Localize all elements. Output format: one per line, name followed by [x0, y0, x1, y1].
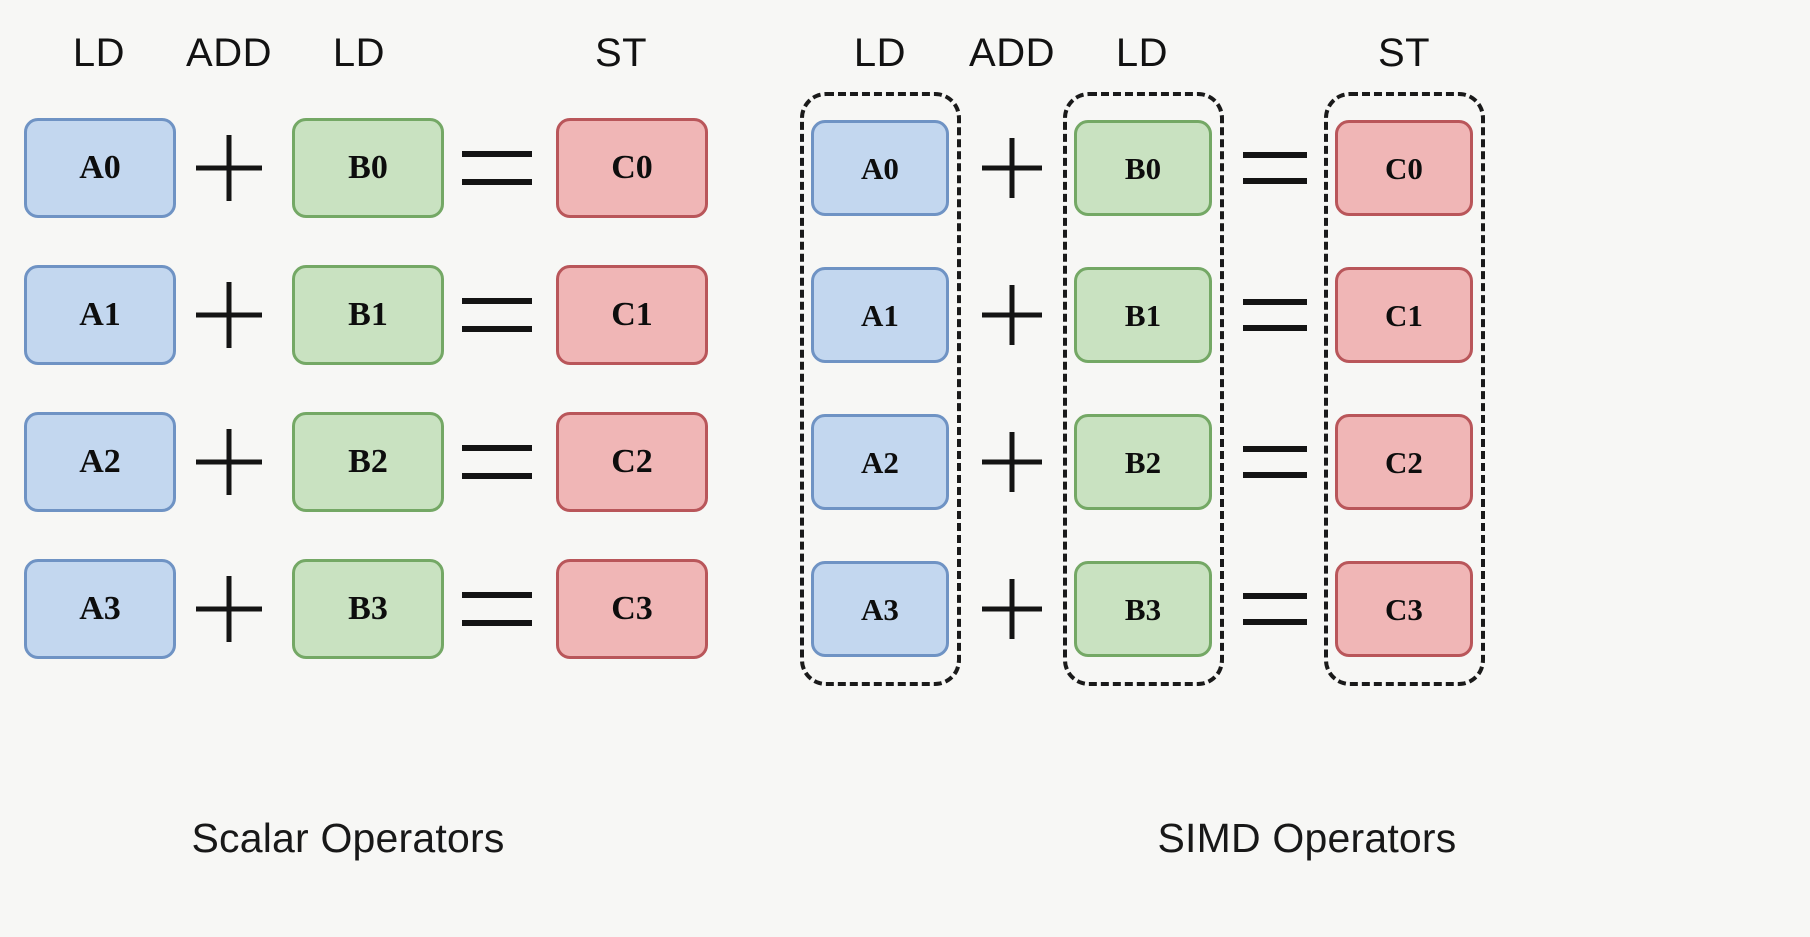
simd-plus-icon-0 — [982, 138, 1042, 198]
scalar-plus-icon-1 — [196, 282, 262, 348]
scalar-header-st: ST — [594, 31, 648, 75]
simd-operand-b-2: B2 — [1074, 414, 1212, 510]
scalar-operand-b-1: B1 — [292, 265, 444, 365]
simd-result-c-3: C3 — [1335, 561, 1473, 657]
simd-plus-icon-3 — [982, 579, 1042, 639]
scalar-equals-icon-2 — [462, 445, 532, 479]
simd-operand-b-1: B1 — [1074, 267, 1212, 363]
simd-operand-b-0: B0 — [1074, 120, 1212, 216]
scalar-header-ld-b: LD — [332, 31, 386, 75]
scalar-plus-icon-0 — [196, 135, 262, 201]
simd-operand-a-2: A2 — [811, 414, 949, 510]
simd-header-ld-b: LD — [1115, 31, 1169, 75]
scalar-operand-a-0: A0 — [24, 118, 176, 218]
scalar-operand-b-0: B0 — [292, 118, 444, 218]
simd-result-c-0: C0 — [1335, 120, 1473, 216]
simd-operand-b-3: B3 — [1074, 561, 1212, 657]
simd-equals-icon-2 — [1243, 446, 1307, 478]
scalar-operand-a-2: A2 — [24, 412, 176, 512]
simd-plus-icon-1 — [982, 285, 1042, 345]
scalar-result-c-3: C3 — [556, 559, 708, 659]
simd-result-c-1: C1 — [1335, 267, 1473, 363]
scalar-result-c-1: C1 — [556, 265, 708, 365]
scalar-result-c-0: C0 — [556, 118, 708, 218]
simd-header-st: ST — [1377, 31, 1431, 75]
scalar-equals-icon-1 — [462, 298, 532, 332]
scalar-caption: Scalar Operators — [191, 815, 505, 861]
simd-header-add: ADD — [969, 31, 1055, 75]
scalar-equals-icon-0 — [462, 151, 532, 185]
scalar-operand-b-3: B3 — [292, 559, 444, 659]
scalar-result-c-2: C2 — [556, 412, 708, 512]
scalar-header-ld-a: LD — [72, 31, 126, 75]
simd-equals-icon-1 — [1243, 299, 1307, 331]
scalar-operand-a-3: A3 — [24, 559, 176, 659]
scalar-operand-b-2: B2 — [292, 412, 444, 512]
simd-operand-a-1: A1 — [811, 267, 949, 363]
simd-equals-icon-3 — [1243, 593, 1307, 625]
scalar-plus-icon-3 — [196, 576, 262, 642]
simd-operand-a-3: A3 — [811, 561, 949, 657]
scalar-operand-a-1: A1 — [24, 265, 176, 365]
simd-plus-icon-2 — [982, 432, 1042, 492]
scalar-header-add: ADD — [186, 31, 272, 75]
simd-operand-a-0: A0 — [811, 120, 949, 216]
simd-result-c-2: C2 — [1335, 414, 1473, 510]
simd-caption: SIMD Operators — [1157, 815, 1457, 861]
simd-header-ld-a: LD — [853, 31, 907, 75]
scalar-plus-icon-2 — [196, 429, 262, 495]
simd-equals-icon-0 — [1243, 152, 1307, 184]
scalar-equals-icon-3 — [462, 592, 532, 626]
